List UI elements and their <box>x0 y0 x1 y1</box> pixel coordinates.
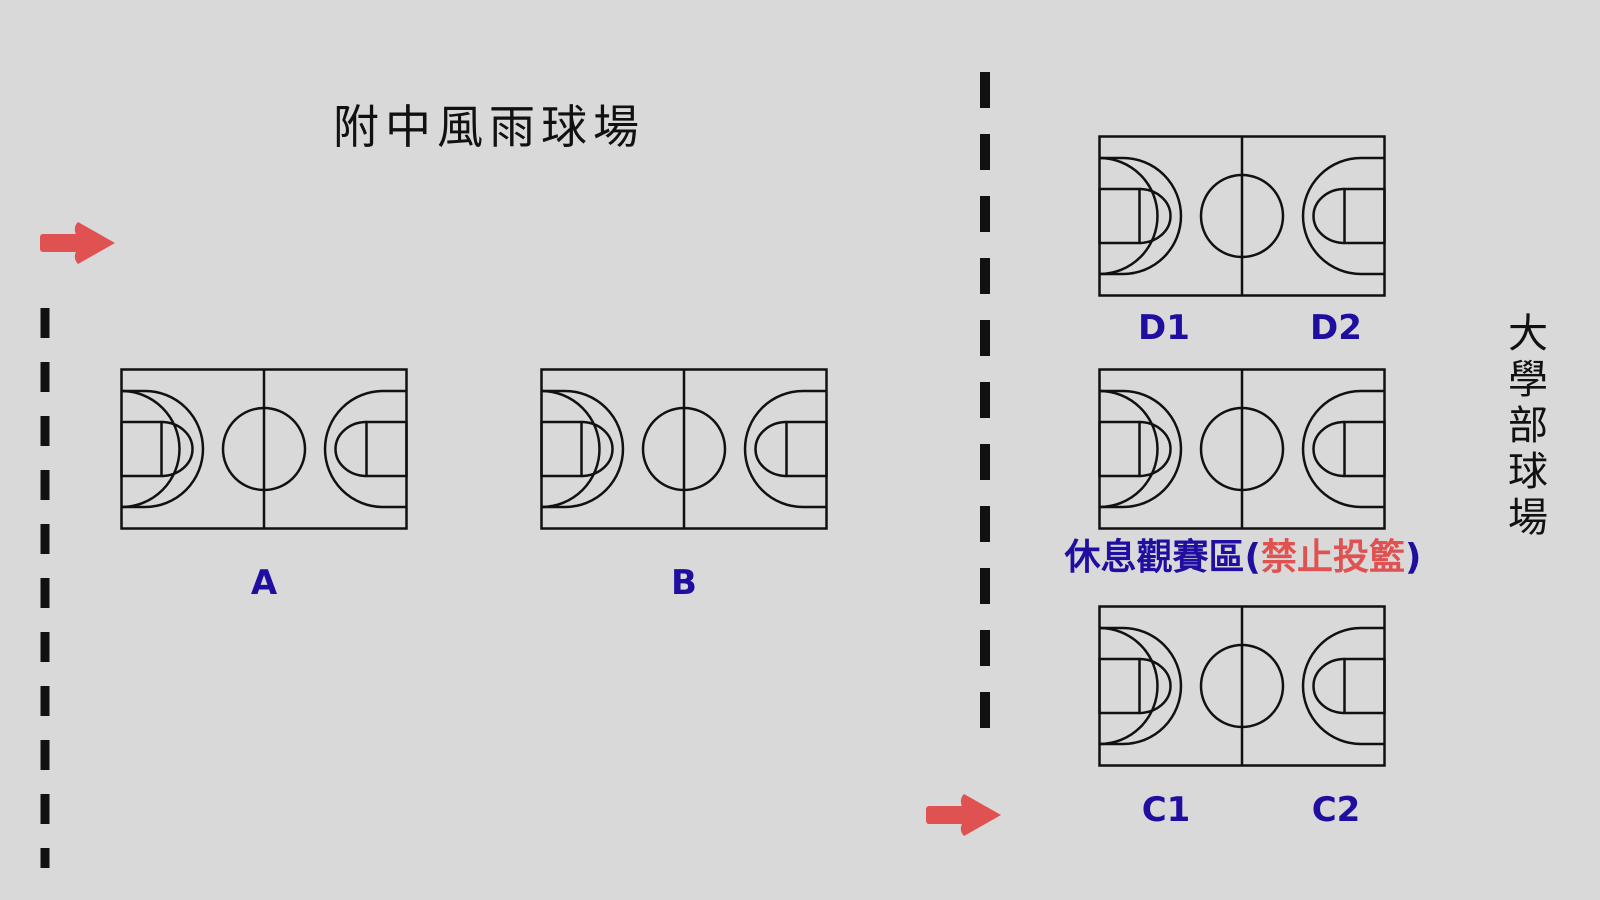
rest-area-label-close: ) <box>1405 537 1422 578</box>
court-d <box>1098 135 1386 297</box>
entrance-arrow-icon <box>926 794 1001 836</box>
rest-area-label: 休息觀賽區(禁止投籃) <box>1065 540 1422 576</box>
court-b-label: B <box>671 563 697 603</box>
court-a-label: A <box>250 563 278 603</box>
court-b <box>540 368 828 530</box>
university-court-title: 大學部球場 <box>1501 312 1547 542</box>
entrance-arrow-icon <box>40 222 115 264</box>
court-a <box>120 368 408 530</box>
court-c <box>1098 605 1386 767</box>
court-d1-label: D1 <box>1138 308 1190 348</box>
court-c1-label: C1 <box>1141 790 1191 830</box>
rest-area-court <box>1098 368 1386 530</box>
court-d2-label: D2 <box>1310 308 1362 348</box>
no-shooting-warning: 禁止投籃 <box>1261 537 1406 578</box>
rest-area-label-open: 休息觀賽區( <box>1064 537 1261 578</box>
court-c2-label: C2 <box>1311 790 1361 830</box>
main-court-title: 附中風雨球場 <box>333 100 645 154</box>
